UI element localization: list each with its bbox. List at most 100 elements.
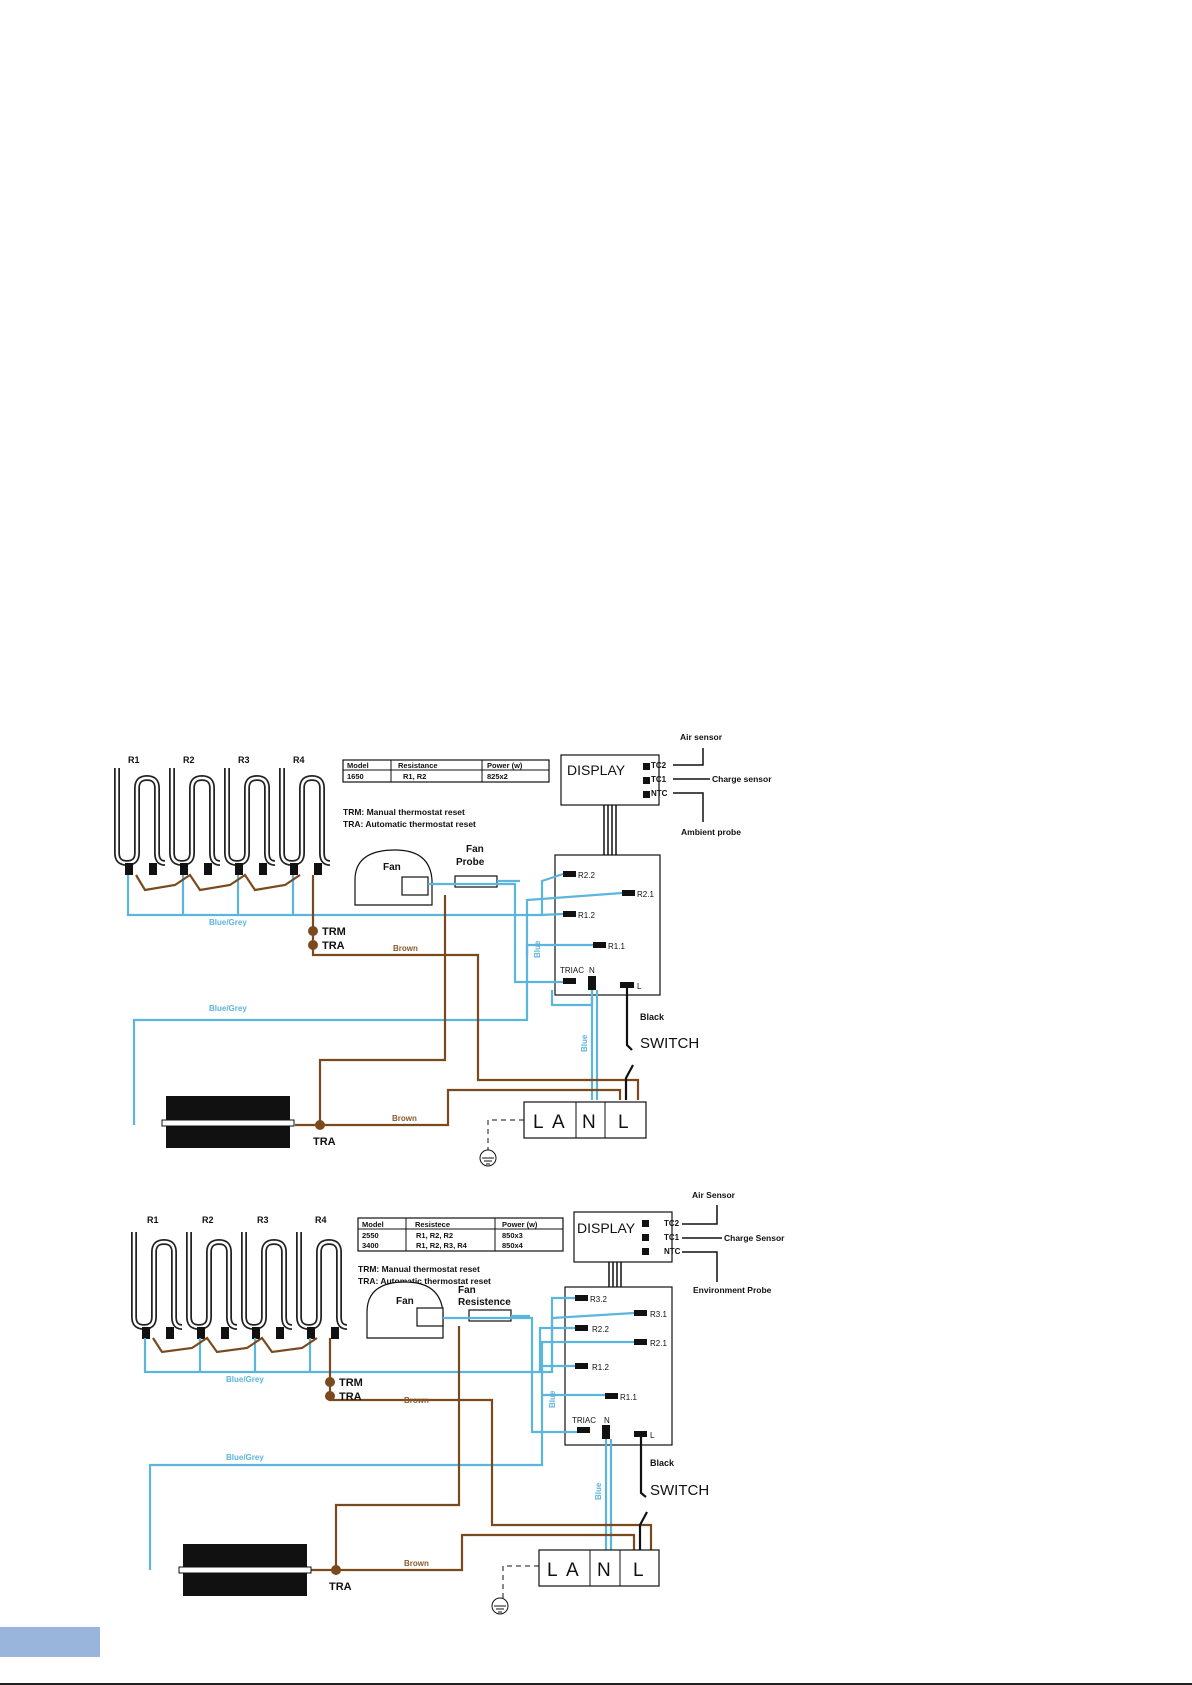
heater-r3 <box>244 1232 292 1339</box>
mains-label: L <box>618 1112 629 1133</box>
thermostat-label: TRA <box>322 940 345 952</box>
heater-label: R3 <box>238 755 250 765</box>
blue-wires <box>143 1296 635 1570</box>
legend-tra: TRA: Automatic thermostat reset <box>358 1276 491 1286</box>
resistance-label: Fan <box>458 1285 476 1296</box>
switch-label: SWITCH <box>640 1035 699 1052</box>
sensor-label: Environment Probe <box>693 1285 772 1295</box>
table-header: Power (w) <box>502 1220 538 1229</box>
heater-label: R1 <box>128 755 140 765</box>
mains-terminal: L A N L <box>487 1101 647 1150</box>
table-cell: 1650 <box>347 772 364 781</box>
terminal-label: R3.2 <box>590 1295 607 1304</box>
heater-label: R1 <box>147 1215 159 1225</box>
table-cell: 825x2 <box>487 772 508 781</box>
terminal-label: R2.1 <box>650 1339 667 1348</box>
switch-wire <box>624 988 634 1100</box>
thermostat-trm <box>308 926 318 936</box>
wire-label-brown: Brown <box>392 1114 417 1123</box>
wire-label-black: Black <box>650 1458 675 1468</box>
terminal-label: N <box>589 966 595 975</box>
heater-r1 <box>117 768 165 875</box>
terminal-label: R2.1 <box>637 890 654 899</box>
fan-probe: Fan Probe <box>454 844 498 888</box>
heater-elements: R1 R2 R3 R4 <box>134 1215 347 1339</box>
diagram-2: R1 R2 R3 R4 Model Resistece Power (w) 25… <box>134 1190 785 1615</box>
probe-label: Probe <box>456 857 485 868</box>
wire-label-blue: Blue <box>580 1034 589 1052</box>
control-board: R2.2 R2.1 R1.2 R1.1 TRIAC N L <box>554 854 661 996</box>
sensor-label: Air sensor <box>680 732 723 742</box>
wire-label-blue: Blue <box>594 1482 603 1500</box>
table-cell: R1, R2, R3, R4 <box>416 1241 468 1250</box>
heater-label: R2 <box>202 1215 214 1225</box>
terminal-label: L <box>637 982 642 991</box>
page-footer-tab <box>0 1627 100 1657</box>
terminal-label: R1.1 <box>608 942 625 951</box>
port-label: NTC <box>651 789 668 798</box>
tubular-heater <box>178 1544 312 1596</box>
table-header: Model <box>362 1220 384 1229</box>
probe-label: Fan <box>466 844 484 855</box>
table-header: Resistance <box>398 761 438 770</box>
thermostat-label: TRA <box>339 1391 362 1403</box>
heater-r4 <box>282 768 330 875</box>
terminal-label: R1.2 <box>578 911 595 920</box>
wire-label-blue-grey: Blue/Grey <box>209 1004 247 1013</box>
thermostat-tra-bottom <box>315 1120 325 1130</box>
display-unit: DISPLAY TC2 TC1 NTC Air Sensor Charge Se… <box>573 1190 785 1295</box>
model-table: Model Resistance Power (w) 1650 R1, R2 8… <box>342 759 550 783</box>
wire-label-blue-grey: Blue/Grey <box>209 918 247 927</box>
wire-label-brown: Brown <box>404 1396 429 1405</box>
thermostat-tra-bottom <box>331 1565 341 1575</box>
mains-label: A <box>566 1560 579 1581</box>
mains-terminal: L A N L <box>502 1549 660 1598</box>
terminal-label: R1.2 <box>592 1363 609 1372</box>
heater-label: R3 <box>257 1215 269 1225</box>
wire-label-brown: Brown <box>404 1559 429 1568</box>
table-cell: 850x4 <box>502 1241 524 1250</box>
thermostat-tra <box>308 940 318 950</box>
heater-elements: R1 R2 R3 R4 <box>117 755 330 875</box>
control-board: R3.2 R3.1 R2.2 R2.1 R1.2 R1.1 TRIAC N L <box>564 1286 673 1446</box>
page-footer-line <box>0 1683 1192 1685</box>
mains-label: L <box>547 1560 558 1581</box>
terminal-label: R2.2 <box>592 1325 609 1334</box>
port-label: TC1 <box>651 775 667 784</box>
port-label: TC2 <box>651 761 667 770</box>
heater-label: R4 <box>293 755 305 765</box>
port-label: TC2 <box>664 1219 680 1228</box>
blue-wires <box>126 872 623 1125</box>
sensor-label: Air Sensor <box>692 1190 736 1200</box>
heater-r2 <box>189 1232 237 1339</box>
fan: Fan <box>354 849 433 906</box>
thermostat-tra <box>325 1391 335 1401</box>
legend-trm: TRM: Manual thermostat reset <box>358 1264 480 1274</box>
terminal-label: N <box>604 1416 610 1425</box>
display-unit: DISPLAY TC2 TC1 NTC Air sensor Charge se… <box>560 732 772 855</box>
thermostat-label: TRM <box>322 926 346 938</box>
wire-label-brown: Brown <box>393 944 418 953</box>
display-label: DISPLAY <box>577 1220 636 1236</box>
thermostat-label: TRM <box>339 1377 363 1389</box>
table-cell: 2550 <box>362 1231 379 1240</box>
port-label: NTC <box>664 1247 681 1256</box>
thermostat-trm <box>325 1377 335 1387</box>
terminal-label: TRIAC <box>572 1416 596 1425</box>
table-cell: R1, R2 <box>403 772 426 781</box>
legend-tra: TRA: Automatic thermostat reset <box>343 819 476 829</box>
switch-wire <box>638 1437 648 1550</box>
fan: Fan <box>366 1281 444 1339</box>
table-header: Power (w) <box>487 761 523 770</box>
heater-label: R4 <box>315 1215 327 1225</box>
terminal-label: TRIAC <box>560 966 584 975</box>
thermostat-label: TRA <box>329 1581 352 1593</box>
mains-label: A <box>552 1112 565 1133</box>
sensor-label: Charge sensor <box>712 774 772 784</box>
terminal-label: R1.1 <box>620 1393 637 1402</box>
mains-label: N <box>582 1112 596 1133</box>
switch-label: SWITCH <box>650 1482 709 1499</box>
heater-r2 <box>172 768 220 875</box>
heater-r3 <box>227 768 275 875</box>
